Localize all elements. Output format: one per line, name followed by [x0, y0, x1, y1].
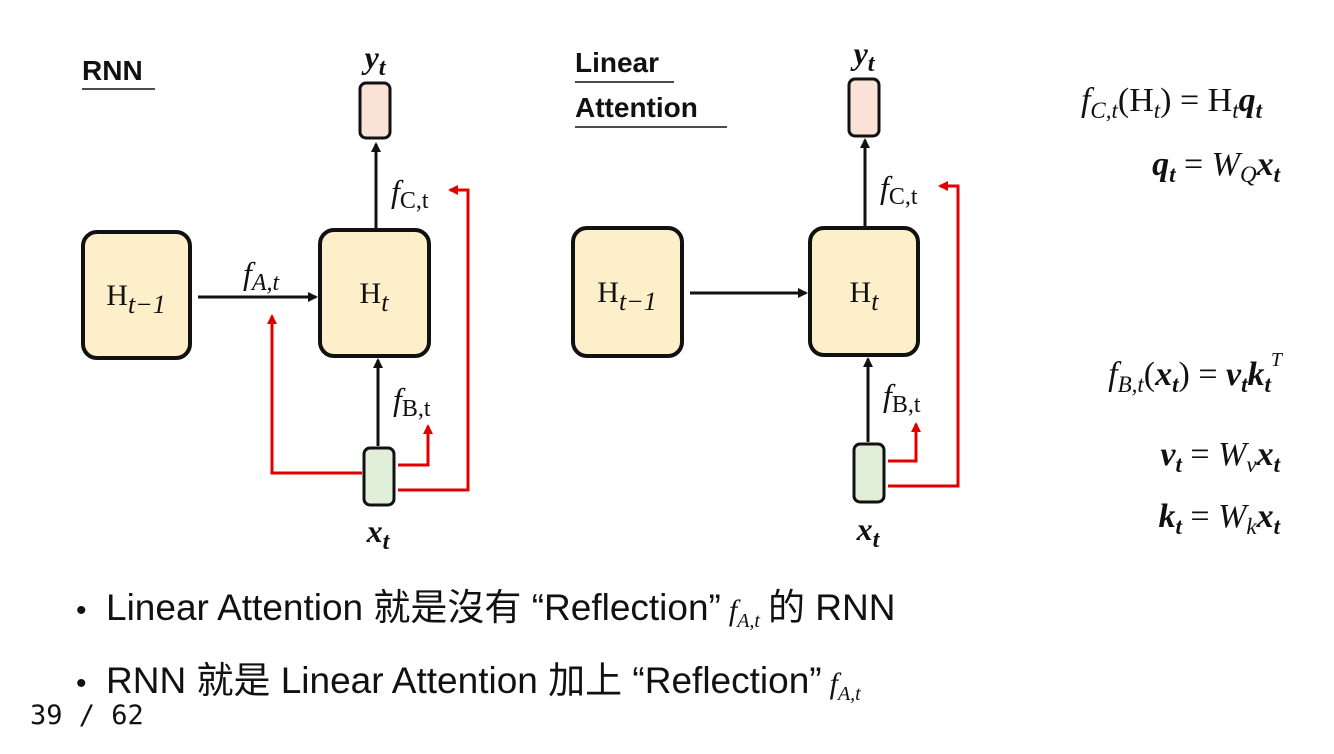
rnn-fa-control-arrow — [267, 314, 362, 475]
la-fc-label: fC,t — [880, 169, 918, 210]
la-prev-state-label: Ht−1 — [597, 276, 656, 316]
rnn-fb-control-arrow — [398, 424, 433, 467]
bullet-fa: fA,t — [728, 594, 760, 632]
bullet-text-a: Linear Attention 就是沒有 “Reflection” — [106, 587, 721, 628]
rnn-title: RNN — [82, 55, 143, 86]
bullet-rnn: • RNN 就是 Linear Attention 加上 “Reflection”… — [76, 661, 869, 714]
la-input-label: xt — [856, 511, 881, 553]
rnn-diagram: RNN Ht−1 Ht yt xt fA,t fB,t fC,t — [81, 39, 470, 555]
rnn-state-label: Ht — [360, 277, 390, 317]
la-title-line2: Attention — [575, 92, 698, 123]
bullet-dot: • — [76, 667, 87, 700]
la-fc-control-arrow — [888, 181, 960, 488]
linear-attention-diagram: Linear Attention Ht−1 Ht yt xt fB,t fC,t — [571, 35, 960, 553]
la-output-label: yt — [850, 35, 876, 77]
rnn-prev-state-label: Ht−1 — [106, 279, 165, 319]
rnn-fc-control-arrow — [398, 185, 470, 492]
equation-v: vt = Wvxt — [1160, 436, 1280, 477]
la-state-box — [808, 226, 920, 357]
rnn-fc-label: fC,t — [391, 173, 429, 214]
rnn-fb-label: fB,t — [393, 381, 431, 422]
la-fb-label: fB,t — [883, 377, 921, 418]
rnn-output-label: yt — [361, 39, 387, 81]
equation-q: qt = WQxt — [1152, 146, 1281, 187]
equation-fc: fC,t(Ht) = Htqt — [1081, 82, 1263, 123]
la-input-box — [852, 442, 886, 504]
la-output-box — [847, 77, 881, 138]
rnn-input-box — [362, 446, 396, 507]
rnn-input-label: xt — [366, 513, 391, 555]
equation-fb: fB,t(xt) = vtktT — [1108, 349, 1284, 397]
bullet-fa: fA,t — [829, 667, 861, 705]
page-number: 39 / 62 — [30, 700, 144, 731]
la-state-label: Ht — [850, 276, 880, 316]
bullet-text-a: RNN 就是 Linear Attention 加上 “Reflection” — [106, 660, 822, 701]
la-fb-control-arrow — [888, 422, 921, 463]
rnn-state-box — [318, 228, 431, 358]
equation-k: kt = Wkxt — [1158, 498, 1280, 539]
equations: fC,t(Ht) = Htqt qt = WQxt fB,t(xt) = vtk… — [1081, 82, 1284, 539]
bullet-dot: • — [76, 594, 87, 627]
la-title-line1: Linear — [575, 47, 659, 78]
bullet-text-b: 的 RNN — [768, 587, 896, 628]
rnn-output-box — [358, 81, 392, 140]
rnn-fa-label: fA,t — [243, 255, 281, 296]
rnn-prev-state-box — [81, 230, 192, 360]
la-prev-state-box — [571, 226, 684, 358]
